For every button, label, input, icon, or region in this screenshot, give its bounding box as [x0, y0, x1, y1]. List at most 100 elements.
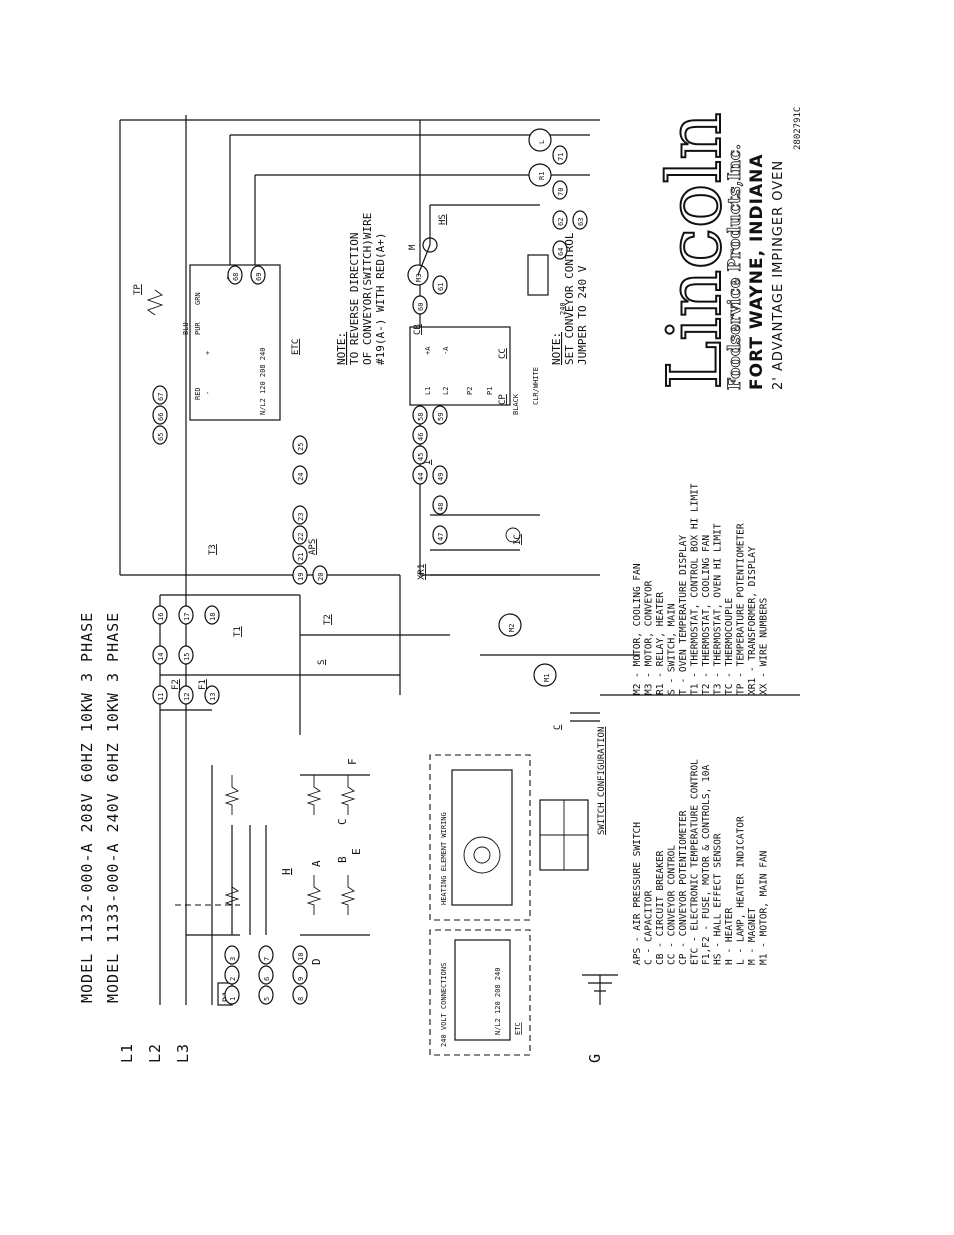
inset-240v-terminals: N/L2 120 208 240: [494, 968, 502, 1035]
t3-label: T3: [208, 544, 218, 555]
legend-right-item: S - SWITCH, MAIN: [667, 603, 678, 695]
wire-number-text: 13: [209, 693, 217, 701]
inset-heating: HEATING ELEMENT WIRING: [429, 754, 531, 921]
legend-right-item: XR1 - TRANSFORMER, DISPLAY: [747, 546, 758, 695]
wire-number-text: 64: [557, 248, 565, 256]
cp-clr-white: CLR/WHITE: [532, 367, 540, 405]
l3-label: L3: [174, 1043, 192, 1063]
wire-number-circle: [152, 645, 168, 665]
display-label: I: [423, 460, 433, 465]
heater-d: D: [310, 958, 323, 965]
wire-number-circle: [552, 180, 568, 200]
wire-number-circle: [412, 425, 428, 445]
cp-label: CP: [498, 394, 508, 405]
heater-e: E: [350, 848, 363, 855]
company-name: Foodservice Products,Inc.: [725, 144, 745, 390]
product-name: 2' ADVANTAGE IMPINGER OVEN: [771, 160, 786, 390]
wire-number-text: 24: [297, 473, 305, 481]
legend-right-item: M2 - MOTOR, COOLING FAN: [632, 563, 643, 695]
note2-line1: SET CONVEYOR CONTROL: [563, 232, 576, 365]
wire-number-circle: [152, 425, 168, 445]
legend-left-item: C - CAPACITOR: [644, 890, 655, 965]
etc-terminals: N/L2 120 208 240: [259, 348, 267, 415]
wire-number-text: 69: [255, 273, 263, 281]
wire-number-text: 67: [157, 393, 165, 401]
right-outputs: L R1: [229, 128, 590, 265]
wire-number-circle: [292, 545, 308, 565]
m2-label: M2: [508, 624, 516, 632]
note1-line1: TO REVERSE DIRECTION: [348, 233, 361, 365]
wire-number-circle: [152, 605, 168, 625]
heater-contactor: R1: [175, 825, 267, 1006]
legend-right-item: TC - THERMOCOUPLE: [724, 597, 735, 695]
cc-p2: P2: [466, 387, 474, 395]
wire-number-text: 58: [417, 413, 425, 421]
legend-right-item: R1 - RELAY, HEATER: [655, 592, 666, 695]
wire-number-circle: [552, 145, 568, 165]
wire-number-circle: [432, 525, 448, 545]
wire-number-circle: [258, 985, 274, 1005]
cc-label: CC: [498, 348, 508, 359]
inset-switch-title: SWITCH CONFIGURATION: [597, 727, 607, 835]
fuse-row: F1 F2 T1 T2 T3 APS S: [160, 539, 400, 690]
wire-number-circle: [572, 210, 588, 230]
wire-number-text: 63: [577, 218, 585, 226]
legend-left-item: CC - CONVEYOR CONTROL: [667, 845, 678, 965]
legend-left-item: H - HEATER: [724, 908, 735, 965]
main-switch-label: S: [317, 660, 327, 665]
wire-number-text: 1: [229, 997, 237, 1001]
wire-number-text: 17: [183, 613, 191, 621]
wire-number-circle: [178, 645, 194, 665]
wire-number-circle: [432, 275, 448, 295]
inset-heating-title: HEATING ELEMENT WIRING: [440, 812, 448, 905]
wire-number-circle: [224, 945, 240, 965]
wire-number-circle: [204, 685, 220, 705]
cc-box: [409, 326, 511, 406]
etc-minus: -: [204, 391, 212, 395]
legend-right-item: TP - TEMPERATURE POTENTIOMETER: [736, 523, 747, 695]
etc-plus: +: [204, 351, 212, 355]
note2-line2: JUMPER TO 240 V: [576, 265, 589, 365]
model-line-2: MODEL 1133-000-A 240V 60HZ 10KW 3 PHASE: [104, 612, 122, 1003]
wire-number-circle: [292, 465, 308, 485]
r1-coil-label: R1: [538, 172, 546, 180]
etc-grn: GRN: [194, 292, 202, 305]
wire-number-circle: [258, 945, 274, 965]
inset-240v: 240 VOLT CONNECTIONS N/L2 120 208 240 ET…: [429, 929, 531, 1056]
wire-number-text: 25: [297, 443, 305, 451]
wire-number-text: 47: [437, 533, 445, 541]
wire-number-text: 23: [297, 513, 305, 521]
t2-label: T2: [323, 614, 333, 625]
wire-number-text: 71: [557, 153, 565, 161]
legend-right-item: T2 - THERMOSTAT, COOLING FAN: [701, 535, 712, 695]
lamp-indicator: [528, 128, 552, 152]
wire-number-text: 9: [297, 977, 305, 981]
wire-number-circle: [152, 685, 168, 705]
legend-left-item: L - LAMP, HEATER INDICATOR: [736, 816, 747, 965]
wire-number-circle: [227, 265, 243, 285]
cc-l2: L2: [442, 387, 450, 395]
legend-right-item: XX - WIRE NUMBERS: [759, 597, 770, 695]
heater-b: B: [336, 856, 349, 863]
conveyor-motor: M3 M HS: [407, 204, 540, 286]
wire-number-text: 48: [437, 503, 445, 511]
legend-left-item: F1,F2 - FUSE, MOTOR & CONTROLS, 10A: [701, 765, 712, 965]
note1-line2: OF CONVEYOR(SWITCH)WIRE: [361, 213, 374, 365]
wire-number-circle: [432, 405, 448, 425]
wire-number-circle: [250, 265, 266, 285]
jumper-block: [527, 254, 549, 296]
etc-label: ETC: [291, 339, 301, 355]
wire-number-text: 49: [437, 473, 445, 481]
etc-controller: N/L2 120 208 240 RED PUR GRN BLU + - 8 7…: [133, 264, 301, 421]
wire-number-text: 6: [263, 977, 271, 981]
wire-number-circle: [312, 565, 328, 585]
legend-left-item: M - MAGNET: [747, 908, 758, 965]
model-line-1: MODEL 1132-000-A 208V 60HZ 10KW 3 PHASE: [78, 612, 96, 1003]
wire-number-circle: [552, 240, 568, 260]
wire-number-text: 10: [297, 953, 305, 961]
wire-number-circle: [292, 505, 308, 525]
